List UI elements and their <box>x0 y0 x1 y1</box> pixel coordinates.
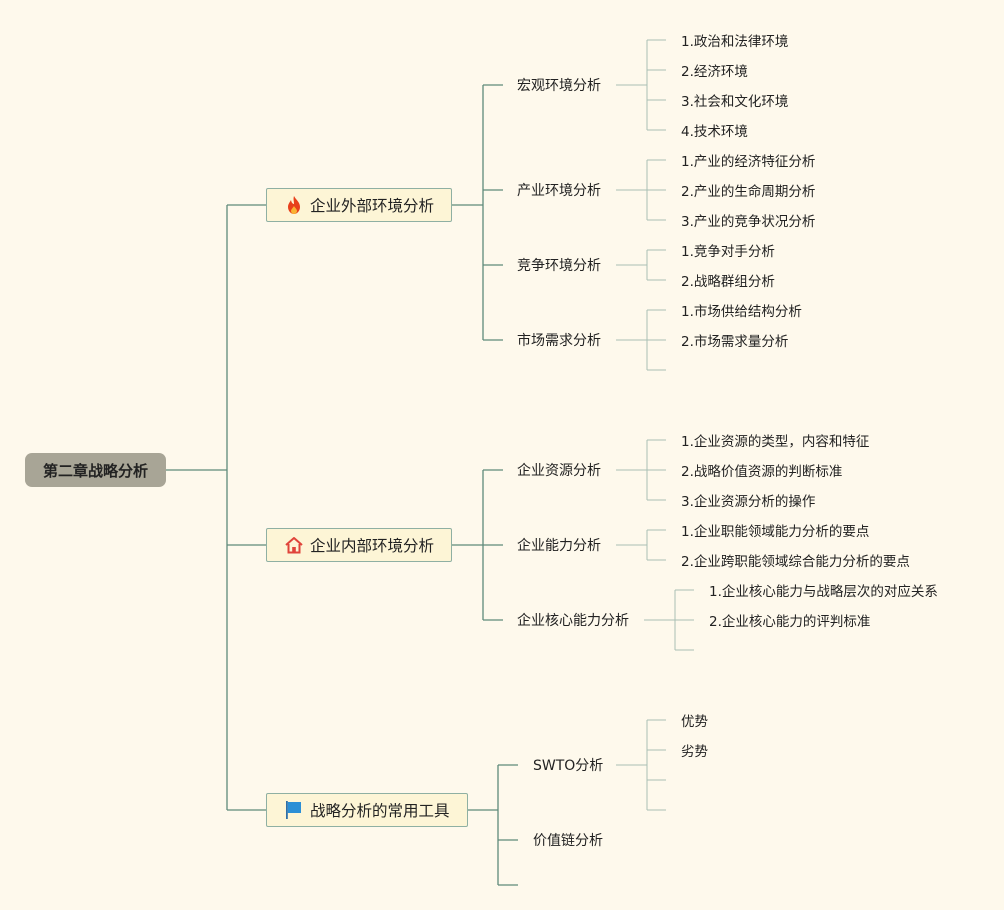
home-icon <box>284 535 304 555</box>
leaf-topic[interactable]: 2.产业的生命周期分析 <box>681 184 816 200</box>
leaf-topic[interactable]: 1.企业职能领域能力分析的要点 <box>681 524 870 540</box>
topic-label: 战略分析的常用工具 <box>310 802 450 820</box>
leaf-topic[interactable]: 1.产业的经济特征分析 <box>681 154 816 170</box>
leaf-topic[interactable]: 3.产业的竞争状况分析 <box>681 214 816 230</box>
leaf-topic[interactable]: 1.企业资源的类型，内容和特征 <box>681 434 870 450</box>
topic-external-environment[interactable]: 企业外部环境分析 <box>266 188 452 222</box>
connector-leaf <box>616 159 666 221</box>
subtopic-resource-analysis[interactable]: 企业资源分析 <box>517 463 601 479</box>
leaf-topic[interactable]: 2.企业跨职能领域综合能力分析的要点 <box>681 554 910 570</box>
subtopic-value-chain[interactable]: 价值链分析 <box>533 833 603 849</box>
subtopic-capability-analysis[interactable]: 企业能力分析 <box>517 538 601 554</box>
fire-icon <box>284 195 304 215</box>
connector-leaf <box>616 439 666 501</box>
leaf-topic[interactable]: 4.技术环境 <box>681 124 748 140</box>
topic-label: 企业内部环境分析 <box>310 537 435 555</box>
subtopic-competitive-environment[interactable]: 竞争环境分析 <box>517 258 601 274</box>
connector-branch <box>452 469 503 621</box>
leaf-topic[interactable]: 2.企业核心能力的评判标准 <box>709 614 871 630</box>
topic-analysis-tools[interactable]: 战略分析的常用工具 <box>266 793 468 827</box>
root-topic[interactable]: 第二章战略分析 <box>25 453 166 487</box>
leaf-topic[interactable]: 1.竞争对手分析 <box>681 244 775 260</box>
subtopic-swot-analysis[interactable]: SWTO分析 <box>533 758 604 774</box>
flag-icon <box>284 800 304 820</box>
leaf-topic[interactable]: 2.市场需求量分析 <box>681 334 789 350</box>
connector-branch <box>452 84 503 341</box>
connector-leaf <box>616 39 666 131</box>
connector-branch <box>468 764 518 886</box>
topic-label: 企业外部环境分析 <box>310 197 435 215</box>
connector-leaf <box>616 529 666 561</box>
leaf-topic[interactable]: 2.战略群组分析 <box>681 274 775 290</box>
connector-root <box>166 204 266 811</box>
connector-leaf <box>616 249 666 281</box>
connector-leaf <box>616 309 666 371</box>
topic-internal-environment[interactable]: 企业内部环境分析 <box>266 528 452 562</box>
leaf-topic[interactable]: 2.战略价值资源的判断标准 <box>681 464 843 480</box>
subtopic-market-demand[interactable]: 市场需求分析 <box>517 333 601 349</box>
leaf-topic[interactable]: 优势 <box>681 714 708 730</box>
subtopic-core-competence[interactable]: 企业核心能力分析 <box>517 613 629 629</box>
subtopic-macro-environment[interactable]: 宏观环境分析 <box>517 78 601 94</box>
leaf-topic[interactable]: 3.社会和文化环境 <box>681 94 789 110</box>
connector-leaf <box>644 589 694 651</box>
connector-leaf <box>616 719 666 811</box>
leaf-topic[interactable]: 1.企业核心能力与战略层次的对应关系 <box>709 584 938 600</box>
leaf-topic[interactable]: 1.市场供给结构分析 <box>681 304 802 320</box>
leaf-topic[interactable]: 劣势 <box>681 744 708 760</box>
subtopic-industry-environment[interactable]: 产业环境分析 <box>517 183 601 199</box>
leaf-topic[interactable]: 3.企业资源分析的操作 <box>681 494 816 510</box>
leaf-topic[interactable]: 2.经济环境 <box>681 64 748 80</box>
leaf-topic[interactable]: 1.政治和法律环境 <box>681 34 789 50</box>
